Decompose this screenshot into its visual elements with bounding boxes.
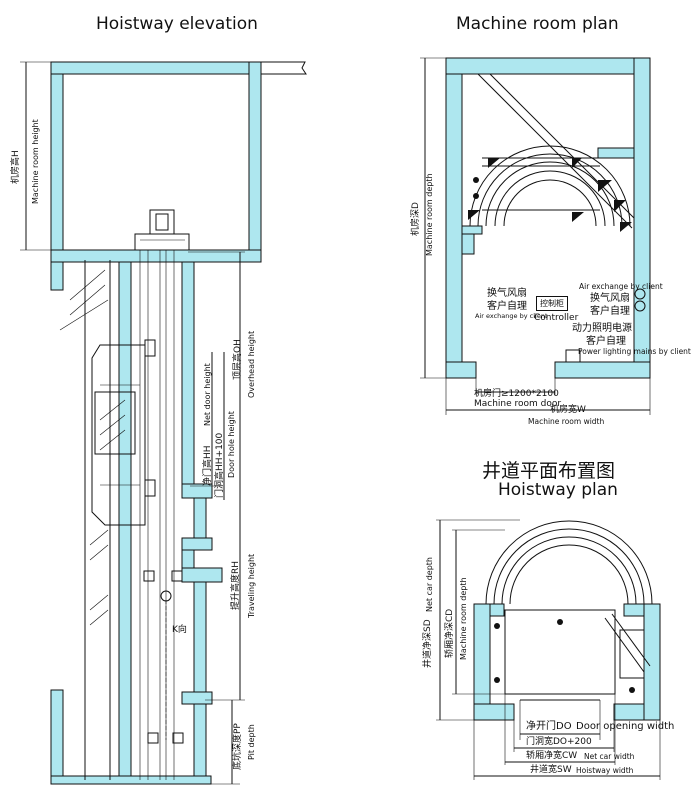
air-exchange-right-label-en: Air exchange by client — [579, 282, 663, 291]
power-label-cn: 动力照明电源 — [572, 323, 632, 334]
machine-room-door-label-en: Machine room door — [474, 399, 562, 409]
machine-room-door-label-cn: 机房门≥1200*2100 — [474, 389, 559, 399]
pit-depth-label-en: Pit depth — [247, 724, 256, 760]
car-depth-label-en: Machine room depth — [459, 577, 468, 660]
traveling-height-label-cn: 提升高度RH — [231, 560, 241, 610]
machine-room-width-label-cn: 机房宽W — [550, 405, 586, 415]
car-depth-label-cn: 轿厢净深CD — [445, 608, 455, 658]
controller-box: 控制柜 — [536, 296, 568, 311]
machine-room-depth-label-en: Machine room depth — [425, 173, 434, 256]
door-hole-width-label: 门洞宽DO+200 — [526, 737, 592, 747]
power-label-cn2: 客户自理 — [586, 336, 626, 347]
car-width-label-en: Net car width — [584, 752, 635, 761]
overhead-height-label-cn: 顶层高OH — [233, 339, 243, 380]
door-hole-height-label-en: Door hole height — [227, 411, 236, 478]
air-exchange-label-cn: 换气风扇 — [487, 288, 527, 299]
machine-room-height-label-cn: 机房高H — [11, 150, 21, 184]
air-exchange-label-cn2: 客户自理 — [487, 301, 527, 312]
hoistway-width-label-cn: 井道宽SW — [530, 765, 572, 775]
machine-room-width-label-en: Machine room width — [528, 417, 605, 426]
net-door-height-label-en: Net door height — [203, 363, 212, 426]
hoistway-net-depth-label-en: Net car depth — [425, 556, 434, 612]
door-hole-height-label-cn: 门洞高HH+100 — [215, 432, 225, 498]
hoistway-plan-title-cn: 井道平面布置图 — [482, 460, 616, 482]
power-label-en: Power lighting mains by client — [578, 347, 691, 356]
door-opening-label-cn: 净开门DO — [526, 721, 572, 732]
k-direction-label: K向 — [172, 625, 187, 635]
pit-depth-label-cn: 底坑深度PP — [233, 723, 243, 770]
door-opening-label-en: Door opening width — [576, 721, 675, 732]
car-width-label-cn: 轿厢净宽CW — [526, 751, 578, 761]
air-exchange-label-en: Air exchange by client — [475, 312, 548, 320]
overhead-height-label-en: Overhead height — [247, 330, 256, 398]
hoistway-plan-drawing — [436, 519, 661, 780]
net-door-height-label-cn: 净门高HH — [203, 445, 213, 486]
hoistway-elevation-title: Hoistway elevation — [96, 14, 258, 34]
controller-label-en: Controller — [534, 313, 579, 323]
hoistway-elevation-drawing — [20, 61, 307, 785]
traveling-height-label-en: Traveling height — [247, 553, 256, 618]
air-exchange-right-label-cn: 换气风扇 — [590, 293, 630, 304]
machine-room-height-label-en: Machine room height — [31, 119, 40, 204]
air-exchange-right-label-cn2: 客户自理 — [590, 306, 630, 317]
machine-room-depth-label-cn: 机房深D — [411, 202, 421, 236]
hoistway-width-label-en: Hoistway width — [576, 766, 634, 775]
machine-room-plan-title: Machine room plan — [456, 14, 619, 34]
machine-room-plan-drawing — [420, 57, 651, 415]
hoistway-plan-title-en: Hoistway plan — [498, 480, 618, 500]
hoistway-net-depth-label-cn: 井道净深SD — [423, 619, 433, 668]
